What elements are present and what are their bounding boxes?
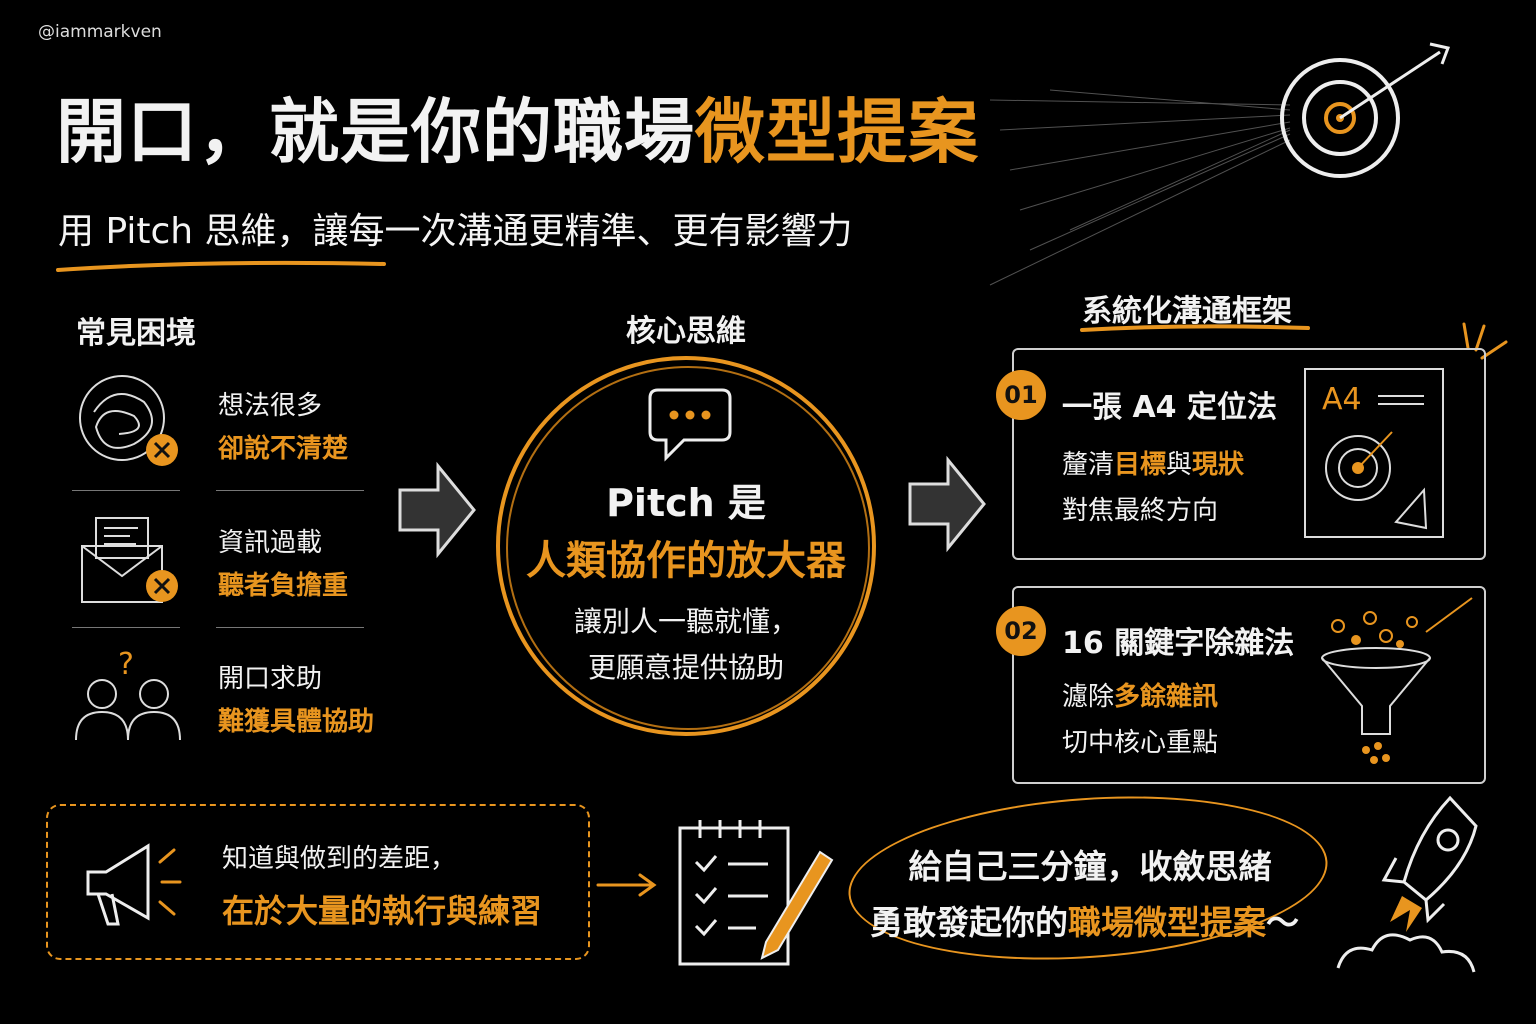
arrow-right-icon xyxy=(908,455,986,553)
card-2-line2: 切中核心重點 xyxy=(1062,728,1219,758)
overloaded-envelope-icon xyxy=(81,517,178,603)
card-1-number-badge: 01 xyxy=(996,370,1046,420)
title-part2-highlight: 微型提案 xyxy=(695,91,979,173)
problem-2-line2: 聽者負擔重 xyxy=(218,571,349,601)
final-line2: 勇敢發起你的職場微型提案～ xyxy=(870,896,1299,944)
core-line4: 更願意提供協助 xyxy=(587,651,784,684)
speech-bubble-icon xyxy=(648,388,732,462)
card-1-line1: 釐清目標與現狀 xyxy=(1062,444,1244,481)
callout-line2-highlight: 在於大量的執行與練習 xyxy=(222,892,543,930)
card-1-line2: 對焦最終方向 xyxy=(1062,496,1219,526)
a4-paper-icon xyxy=(1304,368,1444,538)
page-subtitle: 用 Pitch 思維，讓每一次溝通更精準、更有影響力 xyxy=(58,211,853,252)
framework-heading: 系統化溝通框架 xyxy=(1082,294,1292,329)
highlight-text: 現狀 xyxy=(1192,450,1245,480)
problems-heading: 常見困境 xyxy=(76,316,196,351)
problem-3-line2: 難獲具體協助 xyxy=(218,707,375,737)
page-title: 開口，就是你的職場微型提案 xyxy=(56,92,979,173)
highlight-text: 職場微型提案 xyxy=(1068,903,1266,942)
spark-icon xyxy=(1462,322,1508,360)
card-2-line1: 濾除多餘雜訊 xyxy=(1062,676,1218,713)
final-line1: 給自己三分鐘，收斂思緒 xyxy=(908,847,1272,886)
core-circle-inner xyxy=(506,366,870,730)
text: 釐清 xyxy=(1062,450,1115,480)
highlight-text: 目標 xyxy=(1114,450,1167,480)
checklist-pencil-icon xyxy=(678,820,834,966)
problem-1-line2: 卻說不清楚 xyxy=(218,434,349,464)
core-heading: 核心思維 xyxy=(626,314,746,349)
target-arrow-icon xyxy=(989,42,1451,286)
divider xyxy=(216,627,364,628)
divider xyxy=(72,490,180,491)
highlight-text: 多餘雜訊 xyxy=(1114,682,1219,712)
small-target-icon xyxy=(1325,395,1428,530)
core-line2-highlight: 人類協作的放大器 xyxy=(526,538,846,584)
core-line1: Pitch 是 xyxy=(606,481,766,525)
a4-label: A4 xyxy=(1322,382,1362,417)
tangled-thoughts-icon xyxy=(79,375,178,466)
divider xyxy=(72,627,180,628)
subtitle-underline xyxy=(56,260,386,272)
card-2-title: 16 關鍵字除雜法 xyxy=(1062,626,1295,661)
text: 濾除 xyxy=(1062,682,1115,712)
rocket-icon xyxy=(1336,795,1478,973)
core-line3: 讓別人一聽就懂， xyxy=(573,605,798,638)
arrow-right-icon xyxy=(398,461,476,559)
core-circle xyxy=(496,356,876,736)
problem-2-line1: 資訊過載 xyxy=(218,528,323,558)
problem-1-line1: 想法很多 xyxy=(218,391,323,421)
card-2-number-badge: 02 xyxy=(996,606,1046,656)
framework-card-1 xyxy=(1012,348,1486,560)
execution-callout-box xyxy=(46,804,590,960)
title-part1: 開口，就是你的職場 xyxy=(56,91,695,173)
framework-underline xyxy=(1080,324,1310,332)
framework-card-2 xyxy=(1012,586,1486,784)
two-people-question-icon: ? xyxy=(75,647,181,741)
arrow-right-icon xyxy=(596,873,657,897)
funnel-filter-icon xyxy=(1321,597,1473,764)
author-handle: @iammarkven xyxy=(38,22,162,42)
megaphone-icon xyxy=(86,843,182,926)
divider xyxy=(216,490,364,491)
svg-text:?: ? xyxy=(118,647,134,682)
card-1-title: 一張 A4 定位法 xyxy=(1062,390,1277,425)
text: 勇敢發起你的 xyxy=(870,903,1068,942)
problem-3-line1: 開口求助 xyxy=(218,664,323,694)
text: 與 xyxy=(1166,450,1193,480)
text: ～ xyxy=(1266,903,1299,942)
callout-line1: 知道與做到的差距， xyxy=(222,844,457,874)
